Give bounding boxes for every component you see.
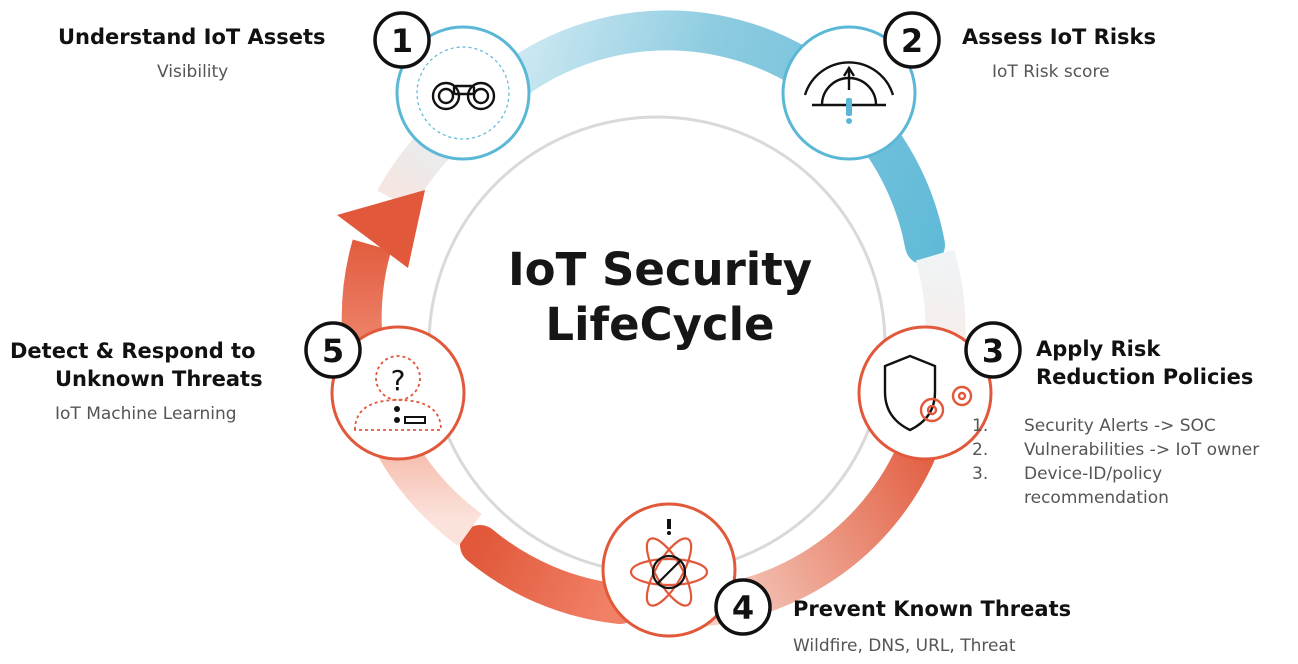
step-5-title-line2: Unknown Threats [55, 367, 263, 391]
step-5-title-line1: Detect & Respond to [10, 339, 256, 363]
binoculars-icon [431, 81, 496, 111]
step-3-policy-list: 1.Security Alerts -> SOC 2.Vulnerabiliti… [972, 414, 1298, 510]
step-5-number: 5 [322, 332, 344, 370]
atom-threat-icon [629, 537, 709, 607]
step-3-number: 3 [982, 332, 1004, 370]
step-3-badge [964, 321, 1022, 379]
step-2-title: Assess IoT Risks [962, 25, 1157, 49]
step-5-subtitle: IoT Machine Learning [55, 404, 237, 424]
step-5-node: ? 5 [304, 321, 466, 461]
step-4-badge [714, 578, 772, 636]
step-4-subtitle: Wildfire, DNS, URL, Threat [793, 636, 1016, 656]
center-title-line2: LifeCycle [545, 298, 775, 351]
policy-item: 3.Device-ID/policy recommendation [972, 464, 1169, 508]
step-1-badge [373, 11, 431, 69]
question-mark-glyph: ? [391, 364, 406, 397]
step-3-node: 3 [857, 321, 1022, 461]
step-1-node: 1 [373, 11, 531, 161]
step-1-title: Understand IoT Assets [58, 25, 326, 49]
center-title-line1: IoT Security [507, 243, 813, 296]
ring-arc-orange-bottom [460, 525, 640, 624]
step-2-badge [883, 11, 941, 69]
cycle-arrow-head [337, 190, 425, 268]
step-3-title-line1: Apply Risk [1036, 337, 1161, 361]
step-4-number: 4 [732, 589, 754, 627]
unknown-user-icon [354, 355, 442, 431]
step-4-title: Prevent Known Threats [793, 597, 1072, 621]
step-3-title-line2: Reduction Policies [1036, 365, 1254, 389]
shield-gears-icon [883, 354, 973, 432]
center-title: IoT Security LifeCycle [480, 242, 840, 352]
ring-arc-blue [450, 10, 945, 265]
risk-exclaim-bar [846, 98, 852, 116]
policy-item: 2.Vulnerabilities -> IoT owner [972, 440, 1260, 460]
step-2-node: 2 [781, 11, 941, 161]
policy-item: 1.Security Alerts -> SOC [972, 416, 1216, 436]
step-2-number: 2 [901, 22, 923, 60]
step-1-subtitle: Visibility [157, 62, 229, 82]
step-1-number: 1 [391, 22, 413, 60]
step-5-badge [304, 321, 362, 379]
step-2-subtitle: IoT Risk score [992, 62, 1110, 82]
step-4-node: 4 [601, 502, 772, 638]
